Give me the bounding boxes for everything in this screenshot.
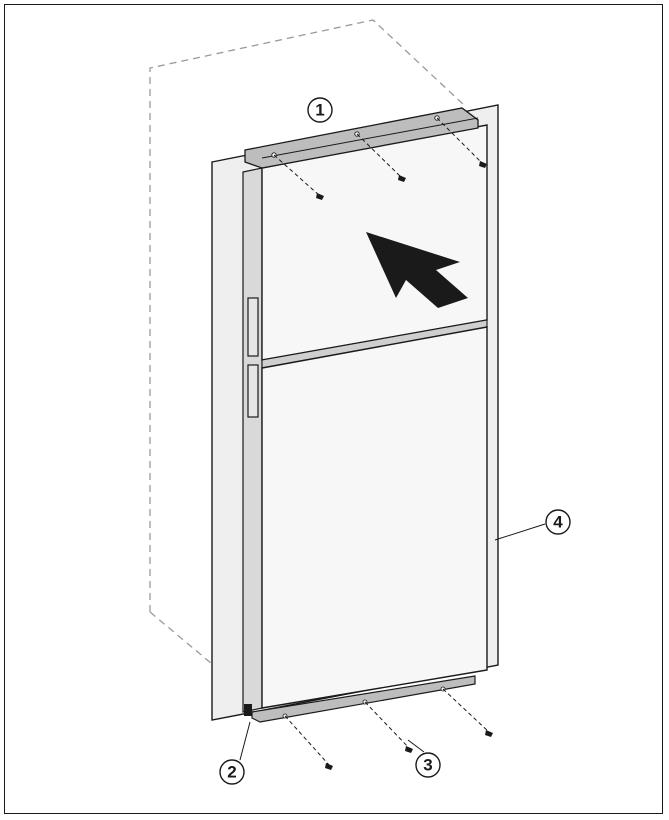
top-bracket [244,107,479,169]
top-bracket-edge [261,117,479,159]
callout-2: 2 [219,759,245,785]
callout-2-label: 2 [227,763,236,782]
callout-3: 3 [415,752,441,778]
bottom-screw-axis [364,701,411,750]
lower-door-handle [247,364,259,418]
callout-leader-3 [407,739,425,753]
push-direction-arrow-icon [366,232,468,308]
callout-3-label: 3 [423,756,432,775]
top-screw-icon [316,193,324,200]
lower-door [261,326,488,709]
top-screw-axis [356,133,403,179]
bottom-screw-icon [325,763,333,770]
top-screw-icon [479,161,487,168]
callout-1: 1 [307,97,333,123]
mounting-foot [244,704,252,716]
top-screw-axis [436,117,484,165]
callout-4: 4 [545,509,571,535]
bottom-screw-icon [485,730,493,737]
callout-1-label: 1 [315,101,324,120]
callout-leader-4 [494,523,546,541]
upper-door-handle [247,297,259,357]
bottom-screw-icon [405,746,413,753]
bottom-rail [251,675,476,723]
callout-leader-2 [239,721,251,761]
bottom-screw-axis [284,715,331,767]
bottom-screw-axis [442,688,491,734]
callout-4-label: 4 [553,513,563,532]
top-screw-axis [273,154,321,197]
appliance-side [242,167,263,713]
top-screw-icon [398,175,406,182]
